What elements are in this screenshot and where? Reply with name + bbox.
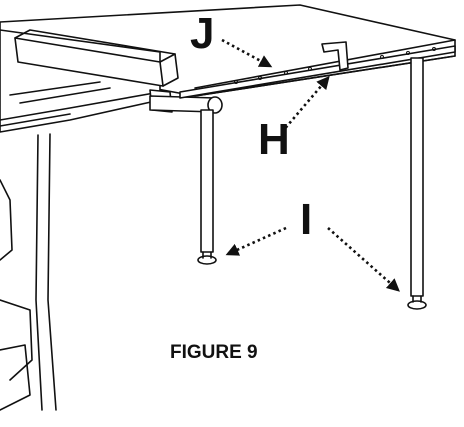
front-leg	[197, 109, 217, 265]
rear-leg	[407, 57, 427, 310]
figure-caption: FIGURE 9	[170, 342, 258, 363]
front-rail	[149, 95, 223, 114]
bracket	[321, 41, 349, 71]
rear-rail	[179, 45, 456, 99]
saw-stand	[0, 133, 57, 411]
callout-h: H	[258, 115, 290, 164]
callout-i: I	[300, 195, 312, 244]
callout-j: J	[190, 9, 214, 58]
